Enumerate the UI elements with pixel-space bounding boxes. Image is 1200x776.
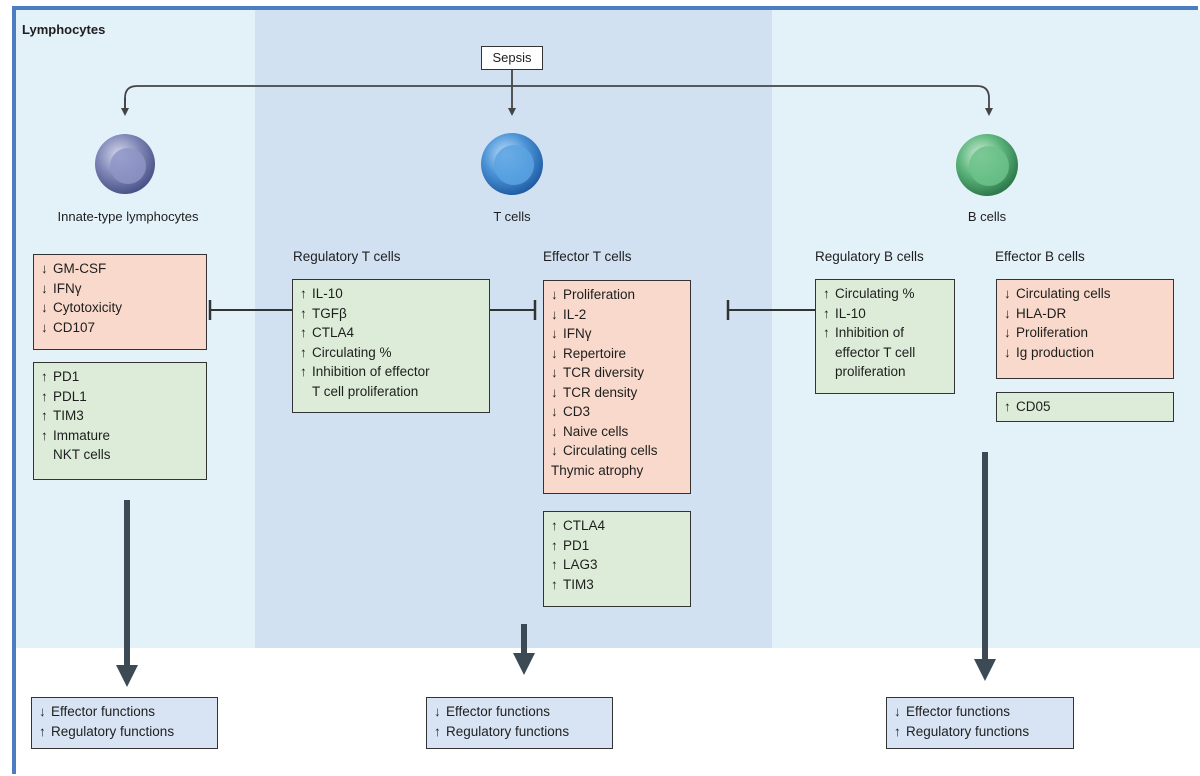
list-item: ↑PD1 [41, 369, 80, 384]
treg-box: ↑IL-10 ↑TGFβ ↑CTLA4 ↑Circulating % ↑Inhi… [292, 279, 490, 413]
beff-heading: Effector B cells [995, 249, 1085, 264]
list-item: ↑Inhibition of effector [300, 364, 430, 379]
list-item: ↑LAG3 [551, 557, 598, 572]
innate-decreased-box: ↓GM-CSF ↓IFNγ ↓Cytotoxicity ↓CD107 [33, 254, 207, 350]
list-item: ↑PD1 [551, 537, 590, 553]
list-item: ↑Regulatory functions [434, 723, 570, 739]
teff-decreased-box: ↓Proliferation ↓IL-2 ↓IFNγ ↓Repertoire ↓… [543, 280, 691, 494]
list-item: ↑Regulatory functions [894, 723, 1030, 739]
innate-label: Innate-type lymphocytes [57, 209, 199, 224]
list-item: ↓TCR density [551, 384, 638, 400]
list-item: Thymic atrophy [551, 462, 644, 478]
t-cell-icon [481, 133, 543, 195]
teff-heading: Effector T cells [543, 249, 632, 264]
list-item: ↑Circulating % [823, 286, 915, 301]
innate-outcome-box: ↓Effector functions ↑Regulatory function… [31, 697, 218, 749]
figure-frame [12, 6, 1198, 774]
list-item: ↓Ig production [1004, 344, 1095, 360]
list-item: ↓Proliferation [1004, 325, 1089, 340]
list-item: ↑TIM3 [551, 576, 594, 592]
list-item: effector T cell [835, 344, 916, 360]
list-item: ↓CD107 [41, 319, 96, 335]
list-item: ↑IL-10 [300, 286, 343, 301]
list-item: ↑Immature [41, 427, 111, 443]
list-item: ↑IL-10 [823, 305, 866, 321]
breg-heading: Regulatory B cells [815, 249, 924, 264]
list-item: ↓IFNγ [41, 280, 82, 296]
innate-increased-box: ↑PD1 ↑PDL1 ↑TIM3 ↑Immature NKT cells [33, 362, 207, 480]
list-item: ↑Circulating % [300, 344, 392, 360]
list-item: ↓Proliferation [551, 287, 636, 302]
breg-box: ↑Circulating % ↑IL-10 ↑Inhibition of eff… [815, 279, 955, 394]
sepsis-box: Sepsis [481, 46, 543, 70]
list-item: ↓CD3 [551, 404, 591, 419]
t-cells-label: T cells [493, 209, 531, 224]
list-item: ↑CTLA4 [300, 325, 355, 340]
list-item: ↓Circulating cells [551, 443, 658, 458]
list-item: ↓GM-CSF [41, 261, 107, 276]
b-cell-icon [956, 134, 1018, 196]
list-item: ↑PDL1 [41, 388, 87, 404]
innate-cell-icon [95, 134, 155, 194]
figure-title: Lymphocytes [22, 22, 106, 37]
list-item: ↓Naive cells [551, 423, 629, 439]
b-outcome-box: ↓Effector functions ↑Regulatory function… [886, 697, 1074, 749]
list-item: ↓HLA-DR [1004, 305, 1067, 321]
list-item: proliferation [835, 364, 906, 379]
t-outcome-box: ↓Effector functions ↑Regulatory function… [426, 697, 613, 749]
list-item: ↑CTLA4 [551, 518, 606, 533]
list-item: T cell proliferation [312, 383, 419, 399]
list-item: ↓Effector functions [894, 704, 1011, 719]
list-item: ↓Circulating cells [1004, 286, 1111, 301]
list-item: ↑TIM3 [41, 408, 84, 423]
list-item: ↓Repertoire [551, 345, 627, 361]
list-item: ↑Inhibition of [823, 325, 905, 340]
list-item: ↑TGFβ [300, 305, 347, 321]
list-item: ↓Effector functions [434, 704, 551, 719]
list-item: ↑Regulatory functions [39, 723, 175, 739]
sepsis-branch-line [124, 85, 993, 116]
list-item: ↓IL-2 [551, 306, 587, 322]
list-item: ↓TCR diversity [551, 365, 645, 380]
list-item: NKT cells [53, 447, 111, 462]
list-item: ↑CD05 [1004, 399, 1051, 414]
list-item: ↓Cytotoxicity [41, 300, 123, 315]
teff-increased-box: ↑CTLA4 ↑PD1 ↑LAG3 ↑TIM3 [543, 511, 691, 607]
treg-heading: Regulatory T cells [293, 249, 401, 264]
beff-decreased-box: ↓Circulating cells ↓HLA-DR ↓Proliferatio… [996, 279, 1174, 379]
list-item: ↓Effector functions [39, 704, 156, 719]
beff-increased-box: ↑CD05 [996, 392, 1174, 422]
list-item: ↓IFNγ [551, 326, 592, 341]
b-cells-label: B cells [967, 209, 1007, 224]
